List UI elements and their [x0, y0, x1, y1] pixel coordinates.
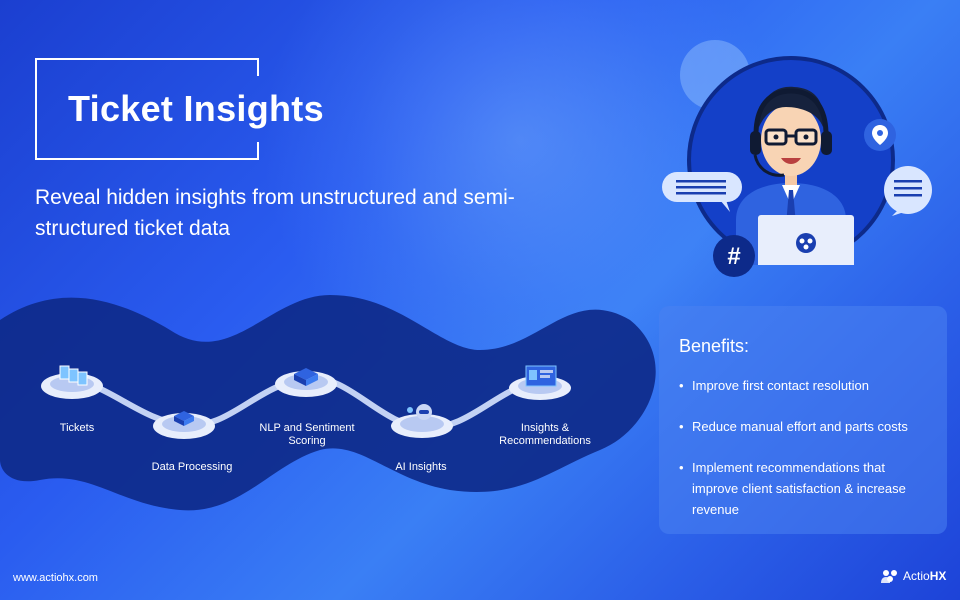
tickets-node-icon — [41, 365, 103, 399]
actiohx-logo-icon — [881, 570, 897, 583]
page-title: Ticket Insights — [68, 88, 324, 129]
pipeline-wave-band — [0, 295, 656, 511]
benefit-item: Improve first contact resolution — [679, 375, 927, 396]
title-frame — [35, 58, 259, 160]
benefits-panel: Benefits: Improve first contact resoluti… — [659, 306, 947, 534]
brand-suffix: HX — [929, 569, 947, 583]
ai-robot-node-icon — [391, 404, 453, 438]
hashtag-icon: # — [713, 235, 755, 277]
benefits-title: Benefits: — [679, 336, 750, 356]
svg-text:#: # — [727, 243, 740, 270]
brand-name: ActioHX — [903, 569, 946, 583]
page-subtitle: Reveal hidden insights from unstructured… — [35, 186, 515, 240]
website-url[interactable]: www.actiohx.com — [13, 572, 98, 584]
brand-logo: ActioHX — [880, 568, 946, 584]
benefit-item: Implement recommendations that improve c… — [679, 457, 927, 520]
chat-bubble-icon — [662, 172, 742, 212]
location-pin-icon — [864, 119, 896, 151]
insights-screen-node-icon — [509, 365, 571, 400]
brand-prefix: Actio — [903, 569, 930, 583]
chat-bubble-icon — [884, 166, 932, 216]
step-label-data-processing: Data Processing — [151, 461, 233, 473]
support-agent-illustration — [687, 56, 895, 265]
nlp-node-icon — [275, 368, 337, 397]
step-label-insights-recommendations: Insights & Recommendations — [499, 422, 591, 447]
benefit-item: Reduce manual effort and parts costs — [679, 416, 927, 437]
step-label-tickets: Tickets — [59, 422, 95, 434]
data-processing-node-icon — [153, 411, 215, 439]
step-label-nlp: NLP and Sentiment Scoring — [259, 422, 355, 447]
step-label-ai-insights: AI Insights — [395, 461, 447, 473]
